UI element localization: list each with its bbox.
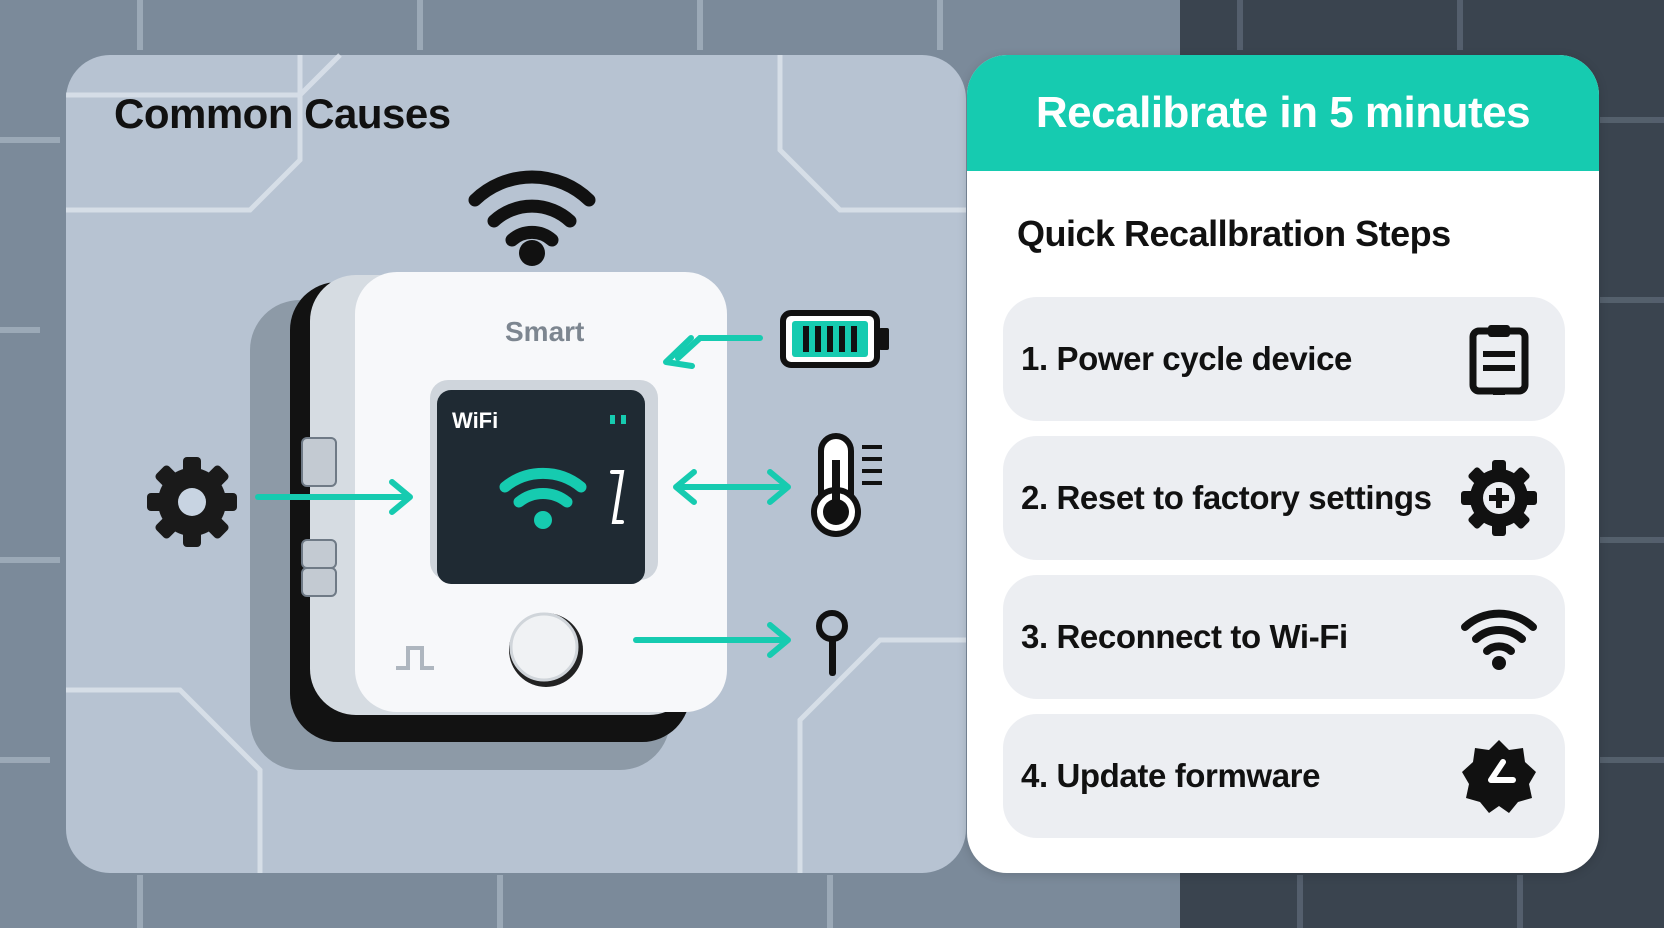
gear-icon xyxy=(147,457,237,547)
thermometer-icon xyxy=(811,433,882,537)
update-badge-icon xyxy=(1462,740,1536,813)
wifi-icon xyxy=(468,170,596,247)
step-item-update-firmware[interactable]: 4. Update formware xyxy=(1003,714,1565,838)
card-header: Recalibrate in 5 minutes xyxy=(967,55,1599,171)
step-item-factory-reset[interactable]: 2. Reset to factory settings xyxy=(1003,436,1565,560)
device-screen-label: WiFi xyxy=(452,408,499,433)
step-item-reconnect-wifi[interactable]: 3. Reconnect to Wi-Fi xyxy=(1003,575,1565,699)
device-brand-label: Smart xyxy=(505,316,585,347)
gear-plus-icon xyxy=(1461,460,1537,536)
device-illustration xyxy=(66,53,966,873)
common-causes-title: Common Causes xyxy=(114,90,451,137)
clipboard-icon xyxy=(1469,325,1529,395)
step-label: 3. Reconnect to Wi-Fi xyxy=(1021,618,1348,655)
pin-icon xyxy=(816,610,848,676)
step-label: 2. Reset to factory settings xyxy=(1021,479,1432,516)
step-label: 1. Power cycle device xyxy=(1021,340,1352,377)
card-header-title: Recalibrate in 5 minutes xyxy=(1035,88,1531,137)
recalibrate-card: Recalibrate in 5 minutes Quick Recallbra… xyxy=(967,55,1599,873)
step-label: 4. Update formware xyxy=(1021,757,1321,794)
steps-title: Quick Recallbration Steps xyxy=(1017,213,1451,254)
step-item-power-cycle[interactable]: 1. Power cycle device xyxy=(1003,297,1565,421)
battery-icon xyxy=(780,310,889,368)
wifi-icon xyxy=(1461,609,1537,670)
